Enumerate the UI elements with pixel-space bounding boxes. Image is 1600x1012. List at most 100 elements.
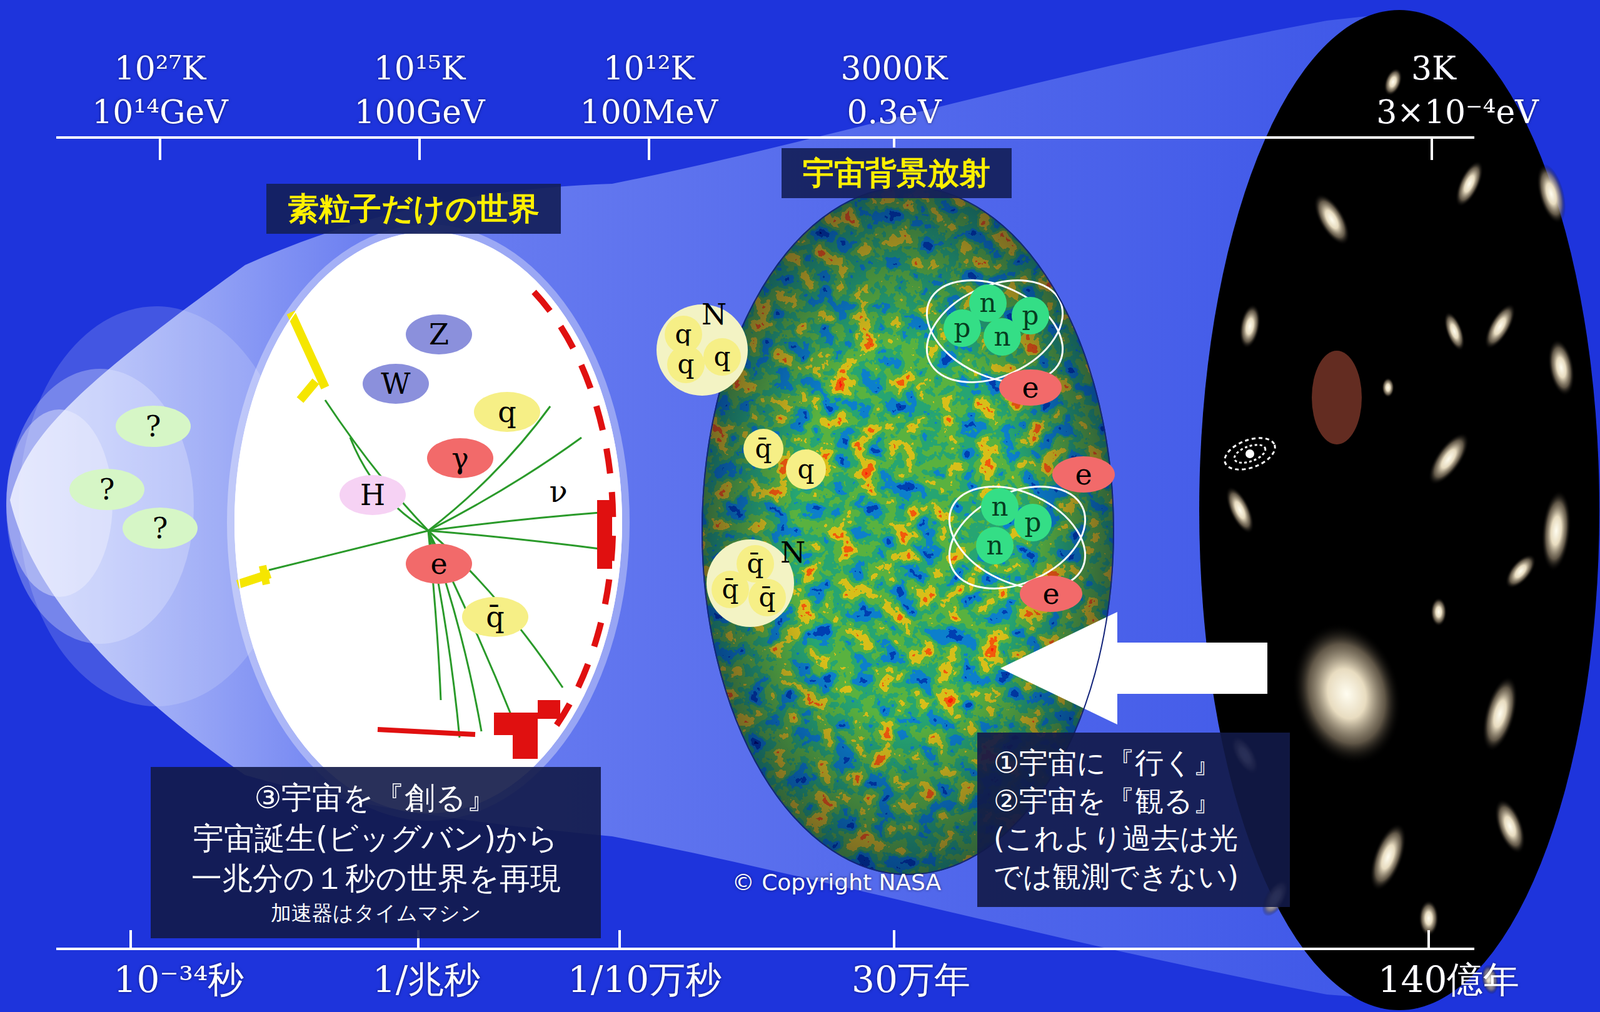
axis [129, 930, 132, 950]
node-outline [235, 232, 622, 813]
quark: q [473, 392, 541, 433]
universe-today-ellipse [1381, 377, 1395, 398]
axis [1430, 138, 1434, 161]
neutron-label: n [991, 492, 1008, 522]
time-cone [6, 368, 194, 645]
proton: p [1011, 296, 1050, 335]
copyright-note: © Copyright NASA [732, 869, 942, 896]
antinucleon-group: Nq̄q̄q̄ [706, 539, 795, 628]
node-outline [667, 345, 705, 384]
higgs-boson: H [339, 475, 406, 516]
note-box: ③宇宙を『創る』宇宙誕生(ビッグバン)から 一兆分の１秒の世界を再現加速器はタイ… [150, 767, 601, 939]
node-outline [362, 363, 429, 404]
node-outline [1052, 456, 1115, 493]
antiquark-label: q̄ [485, 601, 504, 634]
proton: p [943, 309, 982, 348]
elementary-world-ellipse: 素粒子だけの世界ZWqγHeq̄ [234, 231, 623, 814]
photon-label: γ [451, 442, 469, 475]
region-heading: 素粒子だけの世界 [266, 183, 561, 234]
universe-today-ellipse [1449, 156, 1490, 211]
unknown-particle-label: ? [99, 473, 116, 506]
universe-today-ellipse [1306, 188, 1358, 251]
nucleon-group: Nqqq [656, 304, 748, 396]
axis [56, 137, 1475, 950]
axis-label: 10²⁷K [114, 50, 207, 88]
detector-hits [237, 291, 613, 760]
axis-label: 3K [1411, 50, 1457, 88]
detector-hits [597, 500, 613, 569]
electron-label: e [430, 548, 448, 581]
quark: q [785, 449, 826, 490]
universe-today-ellipse [1245, 449, 1255, 459]
node-outline [405, 543, 473, 584]
proton-label: p [1022, 301, 1040, 331]
proton-label: p [1024, 508, 1042, 538]
collision-tracks [428, 512, 601, 531]
universe-today-ellipse [1276, 610, 1417, 778]
universe-today-ellipse [1531, 160, 1572, 227]
electron-label: e [1074, 458, 1092, 491]
collision-tracks [325, 400, 429, 531]
z-boson: Z [405, 314, 473, 355]
node-outline [427, 438, 494, 479]
axis-label: 100MeV [580, 93, 719, 132]
universe-today-ellipse [1362, 819, 1414, 896]
particle-name: N [780, 537, 806, 569]
universe-today-ellipse [1439, 309, 1469, 354]
proton-label: p [954, 313, 972, 343]
neutron-label: n [986, 531, 1003, 561]
photon: γ [427, 438, 494, 479]
antiquark-label: q̄ [759, 583, 776, 613]
neutron: n [981, 488, 1019, 526]
detector-hits [377, 729, 476, 735]
detector-hits [512, 731, 538, 760]
w-boson: W [362, 363, 429, 404]
axis [892, 930, 896, 950]
atom-orbit [910, 260, 1102, 609]
universe-today-ellipse [1499, 548, 1542, 594]
time-cone [6, 12, 1401, 1001]
axis [418, 138, 421, 161]
quark-label: q [797, 455, 815, 484]
universe-today-ellipse [1430, 597, 1447, 627]
time-cone [10, 12, 1401, 1001]
note-text: 宇宙誕生(ビッグバン)から 一兆分の１秒の世界を再現 [166, 819, 585, 900]
neutron-label: n [993, 322, 1011, 352]
axis [647, 138, 651, 161]
neutron-label: n [979, 288, 997, 318]
universe-today-ellipse [1488, 795, 1532, 858]
universe-today-ellipse [1543, 337, 1579, 399]
node-outline [943, 309, 982, 348]
observation-arrow [1000, 612, 1268, 725]
particle-name: N [701, 298, 727, 331]
axis [892, 138, 896, 148]
quark: q [703, 338, 741, 376]
unknown-particle: ? [69, 468, 145, 511]
node-outline [748, 578, 786, 617]
axis-label: 3000K [840, 50, 948, 88]
collision-tracks [268, 530, 429, 571]
universe-today-ellipse [1219, 482, 1260, 538]
antiquark: q̄ [743, 428, 784, 469]
electron: e [1052, 456, 1115, 493]
elementary-world-fill [226, 224, 630, 821]
universe-today-ellipse [1311, 350, 1362, 445]
note-text: (これより過去は光 では観測できない) [993, 819, 1274, 896]
note-text: 加速器はタイムマシン [166, 899, 585, 928]
w-boson-label: W [380, 368, 411, 401]
elementary-world-fill [234, 231, 623, 814]
node-outline [785, 449, 826, 490]
detector-hits [537, 700, 561, 720]
node-outline [69, 468, 145, 511]
unknown-particle: ? [122, 507, 198, 549]
axis-label: 140億年 [1378, 959, 1520, 1002]
antiquark-label: q̄ [747, 549, 765, 579]
unknown-particle-label: ? [152, 512, 169, 545]
axis-label: 100GeV [353, 93, 485, 132]
note-text: ②宇宙を『観る』 [993, 782, 1274, 821]
quark-label: q [497, 396, 516, 429]
axis-label: 30万年 [851, 959, 971, 1002]
universe-today-ellipse [1478, 298, 1522, 354]
axis [618, 930, 621, 950]
note-text: ③宇宙を『創る』 [166, 778, 585, 820]
